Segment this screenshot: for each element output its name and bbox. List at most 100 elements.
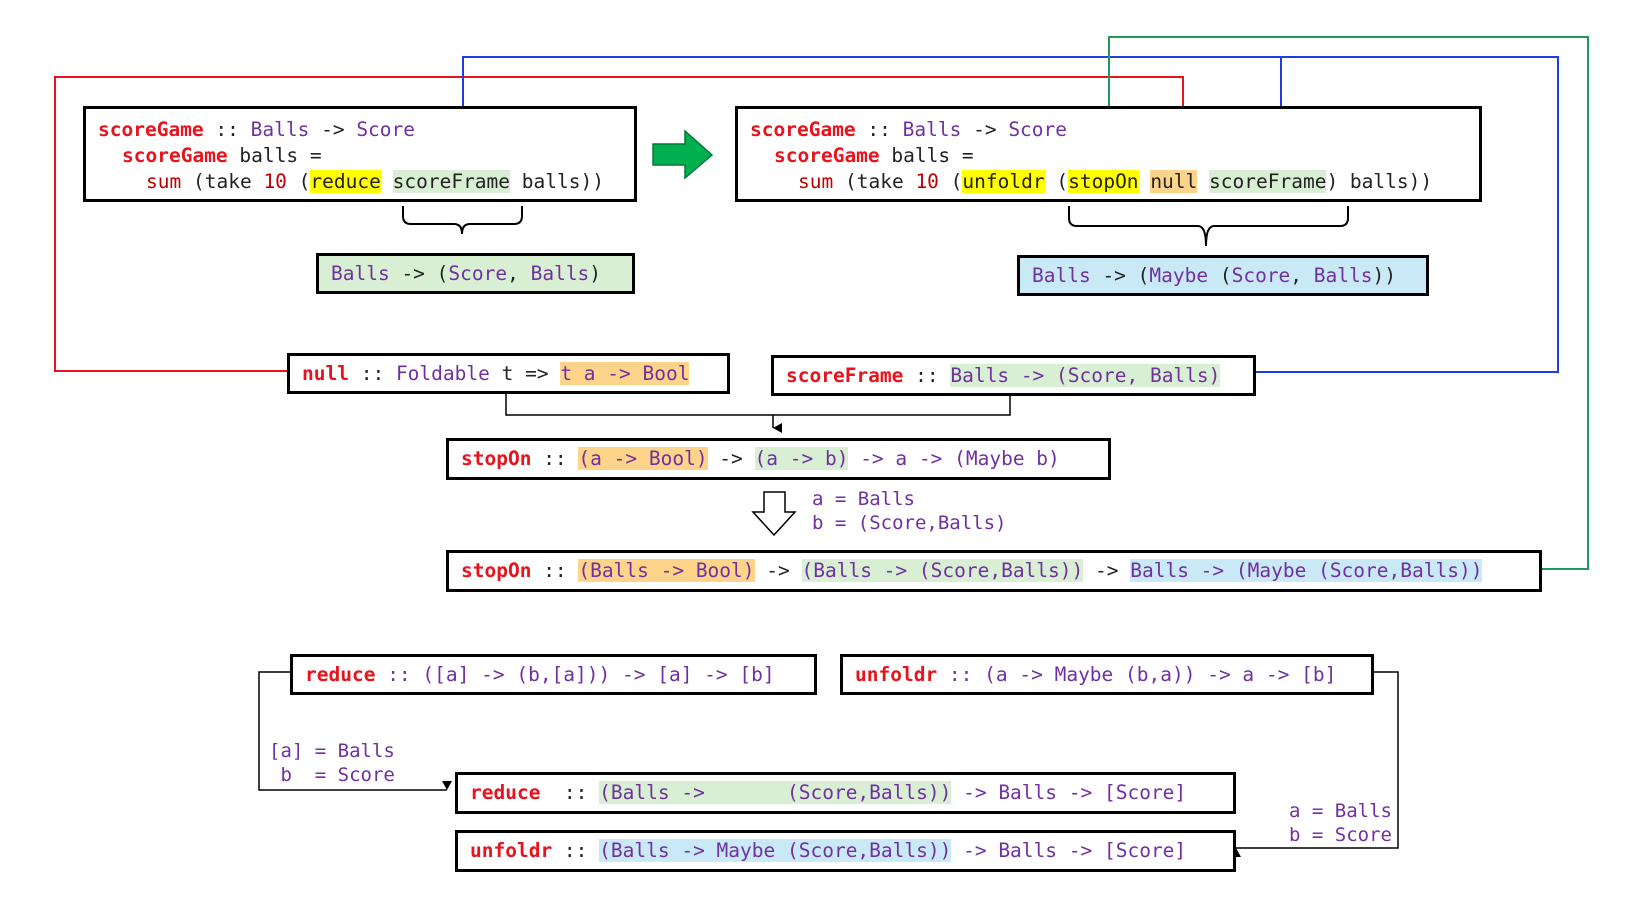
subst-a: [a] = Balls — [269, 740, 395, 762]
subst-b: b = (Score,Balls) — [812, 512, 1007, 534]
comma: , — [1290, 264, 1314, 287]
right-code-line-2: scoreGame balls = — [774, 143, 974, 169]
scoreframe-to-code-wire — [462, 56, 1559, 373]
left-brace — [402, 206, 523, 235]
comma: , — [507, 262, 531, 285]
type-name: Balls — [1313, 264, 1373, 287]
subst-a: a = Balls — [1289, 800, 1392, 822]
stopon-specific-box: stopOn :: (Balls -> Bool) -> (Balls -> (… — [446, 550, 1542, 592]
type-separator: :: — [540, 781, 600, 804]
sum-keyword: sum — [798, 170, 834, 193]
take-text: (take — [844, 170, 904, 193]
left-code-line-2: scoreGame balls = — [122, 143, 322, 169]
scoreframe-signature-box: scoreFrame :: Balls -> (Score, Balls) — [771, 355, 1256, 396]
code-text: t => — [489, 362, 561, 385]
function-type-highlight: (a -> b) — [754, 447, 849, 470]
stopon-generic-text: stopOn :: (a -> Bool) -> (a -> b) -> a -… — [461, 446, 1060, 472]
paren: ( — [298, 170, 311, 193]
type-separator: :: — [531, 559, 579, 582]
arrow-text: -> ( — [1090, 264, 1150, 287]
type-rest: -> Balls -> [Score] — [951, 839, 1187, 862]
null-signature-text: null :: Foldable t => t a -> Bool — [302, 361, 690, 387]
type-name: Score — [1008, 118, 1068, 141]
unfoldr-generic-text: unfoldr :: (a -> Maybe (b,a)) -> a -> [b… — [855, 662, 1336, 688]
predicate-type-highlight: (a -> Bool) — [578, 447, 708, 470]
fn-name: scoreGame — [122, 144, 228, 167]
right-type-note-text: Balls -> (Maybe (Score, Balls)) — [1032, 263, 1396, 289]
right-code-line-3: sum (take 10 (unfoldr (stopOn null score… — [798, 169, 1432, 195]
paren: ( — [950, 170, 963, 193]
reduce-highlight: reduce — [310, 170, 381, 193]
fn-name: scoreGame — [774, 144, 880, 167]
unfoldr-specific-text: unfoldr :: (Balls -> Maybe (Score,Balls)… — [470, 838, 1186, 864]
fn-name: scoreGame — [98, 118, 204, 141]
null-merge-line — [505, 393, 1011, 416]
type-name: Balls — [1032, 264, 1091, 287]
unfoldr-specific-box: unfoldr :: (Balls -> Maybe (Score,Balls)… — [455, 830, 1236, 872]
subst-a: a = Balls — [812, 488, 915, 510]
right-type-note: Balls -> (Maybe (Score, Balls)) — [1017, 255, 1429, 296]
scoreframe-highlight: scoreFrame — [1209, 170, 1327, 193]
code-text: ) balls)) — [1326, 170, 1433, 193]
number-literal: 10 — [915, 170, 939, 193]
arrow-text: -> ( — [389, 262, 449, 285]
arrow-text: -> — [961, 118, 1009, 141]
hollow-down-arrow-icon — [751, 491, 797, 537]
take-text: (take — [192, 170, 252, 193]
reduce-generic-text: reduce :: ([a] -> (b,[a])) -> [a] -> [b] — [305, 662, 775, 688]
transform-arrow-icon — [652, 129, 714, 180]
arrow-text: -> — [754, 559, 802, 582]
scoreframe-highlight: scoreFrame — [392, 170, 511, 193]
arrow-text: -> — [309, 118, 357, 141]
type-separator: :: — [348, 362, 396, 385]
null-signature-box: null :: Foldable t => t a -> Bool — [287, 353, 730, 394]
type-separator: :: — [203, 118, 251, 141]
unfoldr-highlight: unfoldr — [962, 170, 1045, 193]
right-brace — [1068, 206, 1349, 247]
stopon-highlight: stopOn — [1068, 170, 1139, 193]
type-name: Balls — [902, 118, 962, 141]
left-code-box: scoreGame :: Balls -> Score scoreGame ba… — [83, 106, 637, 202]
fn-name: stopOn — [461, 447, 532, 470]
null-type-highlight: t a -> Bool — [560, 362, 690, 385]
type-name: Score — [1231, 264, 1291, 287]
predicate-type-highlight: (Balls -> Bool) — [578, 559, 755, 582]
code-text: balls = — [227, 144, 322, 167]
reduce-substitution-note: [a] = Balls b = Score — [269, 739, 395, 787]
paren: )) — [1372, 264, 1396, 287]
fn-name: scoreGame — [750, 118, 856, 141]
reduce-arg-highlight: (Balls -> (Score,Balls)) — [599, 781, 952, 804]
paren: ) — [589, 262, 602, 285]
fn-name: stopOn — [461, 559, 532, 582]
fn-name: reduce — [470, 781, 541, 804]
code-text: balls = — [879, 144, 974, 167]
type-name: Score — [448, 262, 508, 285]
code-text: balls)) — [521, 170, 604, 193]
sum-keyword: sum — [146, 170, 182, 193]
null-highlight: null — [1150, 170, 1198, 193]
stopon-specific-text: stopOn :: (Balls -> Bool) -> (Balls -> (… — [461, 558, 1483, 584]
type-separator: :: — [903, 364, 951, 387]
type-separator: :: — [855, 118, 903, 141]
scoreframe-signature-text: scoreFrame :: Balls -> (Score, Balls) — [786, 363, 1221, 389]
left-type-note-text: Balls -> (Score, Balls) — [331, 261, 601, 287]
type-rest: :: ([a] -> (b,[a])) -> [a] -> [b] — [375, 663, 775, 686]
type-rest: :: (a -> Maybe (b,a)) -> a -> [b] — [937, 663, 1337, 686]
fn-name: unfoldr — [855, 663, 938, 686]
reduce-specific-box: reduce :: (Balls -> (Score,Balls)) -> Ba… — [455, 772, 1236, 814]
right-code-box: scoreGame :: Balls -> Score scoreGame ba… — [735, 106, 1482, 202]
reduce-specific-text: reduce :: (Balls -> (Score,Balls)) -> Ba… — [470, 780, 1186, 806]
left-code-line-1: scoreGame :: Balls -> Score — [98, 117, 415, 143]
type-separator: :: — [552, 839, 600, 862]
right-code-line-1: scoreGame :: Balls -> Score — [750, 117, 1067, 143]
type-name: Score — [356, 118, 416, 141]
type-name: Foldable — [395, 362, 490, 385]
fn-name: null — [302, 362, 349, 385]
fn-name: unfoldr — [470, 839, 553, 862]
type-name: Balls — [250, 118, 310, 141]
function-type-highlight: (Balls -> (Score,Balls)) — [801, 559, 1084, 582]
left-code-line-3: sum (take 10 (reduce scoreFrame balls)) — [146, 169, 604, 195]
reduce-generic-box: reduce :: ([a] -> (b,[a])) -> [a] -> [b] — [290, 654, 817, 695]
